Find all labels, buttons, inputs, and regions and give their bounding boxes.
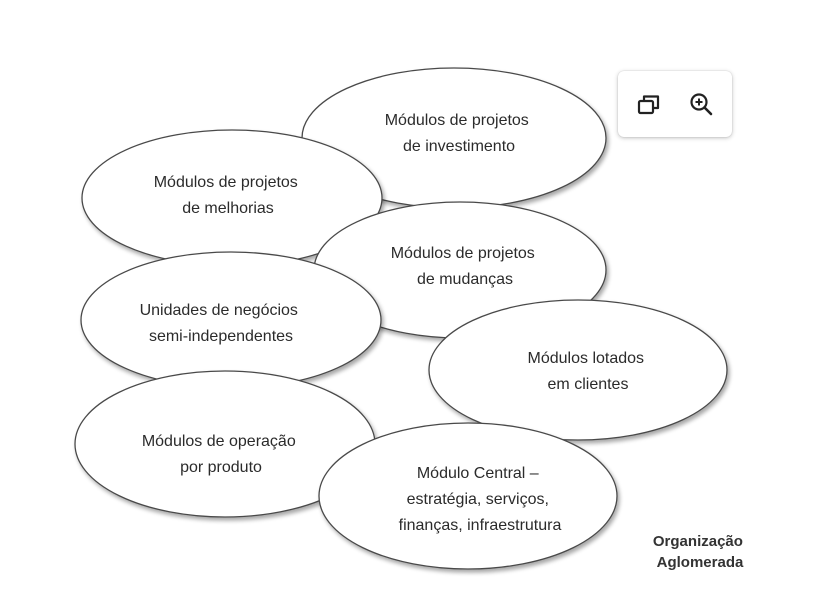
bubble-central-line-2: estratégia, serviços, [407, 491, 549, 508]
svg-text:Módulos lotados em clien: Módulos lotados em clientes [528, 350, 649, 393]
bubble-melhorias: Módulos de projetos de melhorias [81, 129, 383, 267]
bubble-central: Módulo Central – estratégia, serviços, f… [318, 422, 618, 570]
svg-text:Unidades de negócios sem: Unidades de negócios semi-independentes [140, 302, 303, 345]
bubble-unidades: Unidades de negócios semi-independentes [80, 251, 382, 389]
svg-text:Módulos de projetos de m: Módulos de projetos de melhorias [154, 174, 303, 217]
bubble-melhorias-line-1: Módulos de projetos [154, 174, 298, 191]
diagram-caption: Organização Aglomerada [653, 533, 747, 571]
bubble-investimento-line-1: Módulos de projetos [385, 112, 529, 129]
svg-text:Módulos de projetos de i: Módulos de projetos de investimento [385, 112, 534, 155]
zoom-in-button[interactable] [686, 89, 716, 119]
bubble-lotados-line-2: em clientes [548, 376, 629, 393]
bubble-operacao-line-2: por produto [180, 459, 262, 476]
svg-text:Módulo Central – estraté: Módulo Central – estratégia, serviços, f… [399, 465, 562, 534]
bubble-central-line-3: finanças, infraestrutura [399, 517, 562, 534]
open-window-icon [637, 95, 660, 115]
bubble-lotados: Módulos lotados em clientes [428, 299, 728, 441]
zoom-in-icon [690, 93, 713, 116]
bubble-investimento-line-2: de investimento [403, 138, 515, 155]
bubble-melhorias-line-2: de melhorias [182, 200, 274, 217]
bubble-unidades-line-1: Unidades de negócios [140, 302, 298, 319]
caption-line-2: Aglomerada [657, 554, 744, 571]
bubble-investimento: Módulos de projetos de investimento [301, 67, 607, 209]
svg-text:Módulos de operação por: Módulos de operação por produto [142, 433, 300, 476]
bubble-mudancas-line-2: de mudanças [417, 271, 513, 288]
svg-text:Organização Aglomerada: Organização Aglomerada [653, 533, 747, 571]
bubble-operacao-line-1: Módulos de operação [142, 433, 296, 450]
bubble-lotados-line-1: Módulos lotados [528, 350, 645, 367]
bubble-central-line-1: Módulo Central – [417, 465, 539, 482]
bubble-operacao: Módulos de operação por produto [74, 370, 376, 518]
bubble-unidades-line-2: semi-independentes [149, 328, 293, 345]
bubble-mudancas-line-1: Módulos de projetos [391, 245, 535, 262]
image-toolbar [618, 71, 732, 137]
caption-line-1: Organização [653, 533, 743, 550]
open-in-window-button[interactable] [634, 89, 664, 119]
svg-text:Módulos de projetos de m: Módulos de projetos de mudanças [391, 245, 540, 288]
